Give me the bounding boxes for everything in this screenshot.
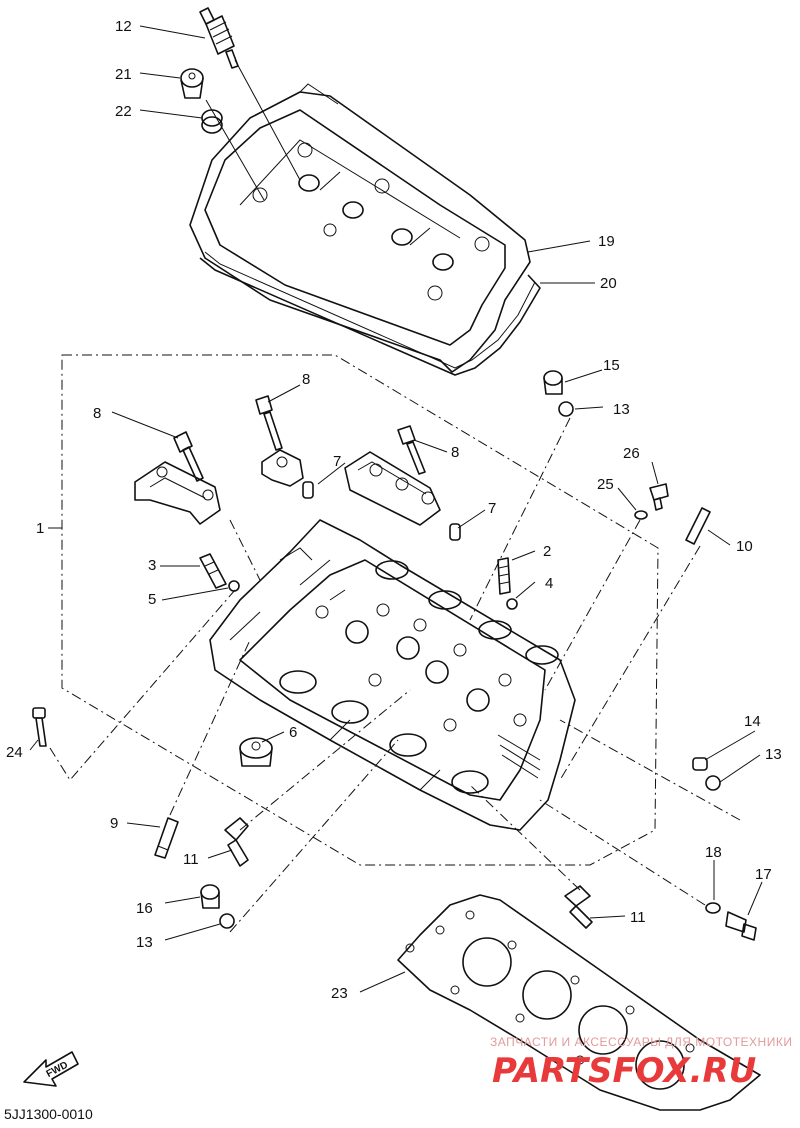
callout-labels: 12 21 22 19 20 8 8 8 15 13 7 7 26 25 1 1… <box>6 18 782 1002</box>
fwd-arrow: FWD <box>23 1051 79 1087</box>
dowel-pin-right <box>449 523 461 541</box>
leader-lines <box>29 25 763 993</box>
fwd-label: FWD <box>45 1060 70 1080</box>
fitting-16 <box>200 884 220 909</box>
callout-17: 17 <box>755 866 772 883</box>
fitting-15 <box>543 370 563 395</box>
bolt-26 <box>649 483 669 511</box>
callout-10: 10 <box>736 538 753 555</box>
callout-22: 22 <box>115 103 132 120</box>
camshaft-cap-left <box>134 461 221 525</box>
callout-12: 12 <box>115 18 132 35</box>
spark-plug <box>199 7 239 69</box>
callout-19: 19 <box>598 233 615 250</box>
bolt-24 <box>32 707 47 747</box>
callout-11-left: 11 <box>183 851 199 868</box>
callout-13-top: 13 <box>613 401 630 418</box>
callout-6: 6 <box>289 724 297 741</box>
washer-13-left <box>219 913 235 929</box>
callout-9: 9 <box>110 815 118 832</box>
diagram-code: 5JJ1300-0010 <box>4 1106 93 1122</box>
callout-5: 5 <box>148 591 156 608</box>
callout-16: 16 <box>136 900 153 917</box>
stud-bolt-left <box>199 553 227 589</box>
callout-21: 21 <box>115 66 132 83</box>
bolt-cap-right <box>397 425 426 475</box>
spark-plug-cap <box>180 68 204 99</box>
fitting-11-right <box>564 885 593 929</box>
cylinder-head-cover <box>189 83 531 373</box>
pipe-9 <box>154 817 179 859</box>
washer-13-top <box>558 401 574 417</box>
callout-3: 3 <box>148 557 156 574</box>
bolt-cap-middle <box>255 395 283 451</box>
o-ring-right <box>506 598 518 610</box>
assembly-boundary <box>61 354 659 866</box>
washer-25 <box>634 510 648 520</box>
watermark-brand: PARTSFOX.RU <box>492 1051 756 1091</box>
callout-8-middle: 8 <box>302 371 310 388</box>
callout-26: 26 <box>623 445 640 462</box>
washer-18 <box>705 902 721 914</box>
callout-1: 1 <box>36 520 44 537</box>
callout-11-right: 11 <box>630 909 646 926</box>
cylinder-head-gasket <box>397 894 761 1111</box>
fitting-11-left <box>224 817 249 867</box>
watermark-subtitle: ЗАПЧАСТИ И АКСЕССУАРЫ ДЛЯ МОТОТЕХНИКИ <box>490 1035 792 1049</box>
callout-7-right: 7 <box>488 500 496 517</box>
callout-13-right: 13 <box>765 746 782 763</box>
camshaft-cap-middle <box>261 449 304 487</box>
callout-15: 15 <box>603 357 620 374</box>
callout-20: 20 <box>600 275 617 292</box>
o-ring-left <box>228 580 240 592</box>
washer-13-right <box>705 775 721 791</box>
stud-bolt-right <box>497 557 511 595</box>
bolt-17 <box>725 911 757 941</box>
head-cover-gasket <box>199 251 541 376</box>
pipe-10 <box>685 507 711 545</box>
callout-8-right: 8 <box>451 444 459 461</box>
callout-7-left: 7 <box>333 453 341 470</box>
callout-25: 25 <box>597 476 614 493</box>
dowel-pin-left <box>302 481 314 499</box>
cylinder-head <box>209 519 576 831</box>
camshaft-cap-right <box>344 451 441 526</box>
callout-13-left: 13 <box>136 934 153 951</box>
plug <box>239 737 273 767</box>
callout-24: 24 <box>6 744 23 761</box>
bolt-cap-left <box>173 431 204 482</box>
callout-4: 4 <box>545 575 553 592</box>
watermark: ЗАПЧАСТИ И АКСЕССУАРЫ ДЛЯ МОТОТЕХНИКИ PA… <box>490 1035 792 1091</box>
callout-2: 2 <box>543 543 551 560</box>
callout-8-left: 8 <box>93 405 101 422</box>
callout-14: 14 <box>744 713 761 730</box>
callout-23: 23 <box>331 985 348 1002</box>
bolt-14 <box>692 757 708 771</box>
callout-18: 18 <box>705 844 722 861</box>
